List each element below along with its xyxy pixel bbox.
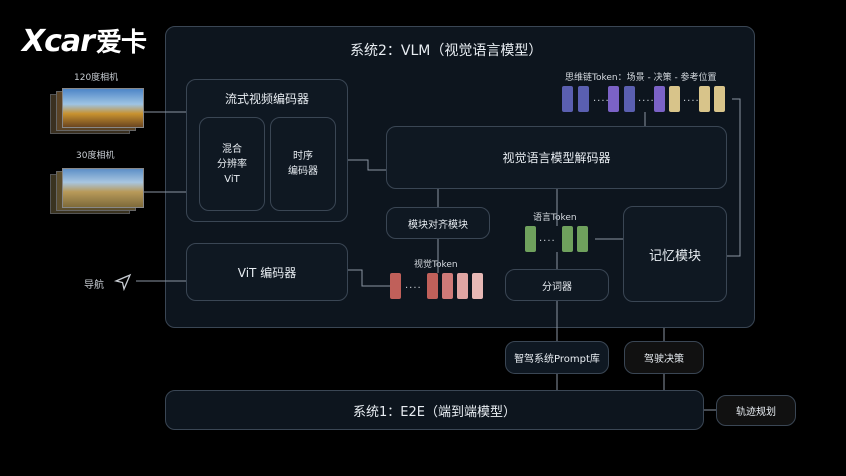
vlm-decoder-label: 视觉语言模型解码器: [502, 151, 611, 165]
trajectory-planning-label: 轨迹规划: [736, 407, 776, 418]
vit-encoder-box: ViT 编码器: [186, 243, 348, 301]
temporal-encoder-label: 时序 编码器: [288, 151, 318, 177]
token-ellipsis: ····: [405, 283, 422, 294]
visual-token-row: ····: [390, 273, 490, 299]
vit-encoder-label: ViT 编码器: [237, 265, 297, 280]
logo-text-cn: 爱卡: [95, 28, 147, 58]
trajectory-planning-box: 轨迹规划: [716, 395, 796, 426]
token-ellipsis: ····: [593, 96, 610, 107]
cot-token: [699, 86, 710, 112]
alignment-module-box: 模块对齐模块: [386, 207, 490, 239]
memory-module-box: 记忆模块: [623, 206, 727, 302]
language-token-row: ····: [525, 226, 595, 252]
cot-token: [562, 86, 573, 112]
language-token: [577, 226, 588, 252]
temporal-encoder-block: 时序 编码器: [270, 117, 336, 211]
camera-label-30: 30度相机: [76, 151, 115, 161]
tokenizer-box: 分词器: [505, 269, 609, 301]
logo-text-main: Xcar: [22, 24, 95, 59]
stream-encoder-title: 流式视频编码器: [224, 92, 309, 106]
cot-token: [669, 86, 680, 112]
xcar-logo: Xcar爱卡: [22, 22, 147, 59]
visual-token: [442, 273, 453, 299]
driving-decision-box: 驾驶决策: [624, 341, 704, 374]
visual-token: [472, 273, 483, 299]
token-ellipsis: ····: [683, 96, 700, 107]
cot-token: [624, 86, 635, 112]
cot-token: [578, 86, 589, 112]
visual-token: [427, 273, 438, 299]
navigation-label: 导航: [84, 280, 104, 291]
navigation-arrow-icon: [113, 272, 133, 292]
visual-token-label: 视觉Token: [414, 260, 458, 270]
alignment-module-label: 模块对齐模块: [408, 219, 468, 231]
mixed-res-vit-block: 混合 分辨率 ViT: [199, 117, 265, 211]
language-token-label: 语言Token: [533, 213, 577, 223]
token-ellipsis: ····: [638, 96, 655, 107]
cot-token: [714, 86, 725, 112]
driving-decision-label: 驾驶决策: [644, 354, 684, 365]
cot-token-label: 思维链Token：场景 - 决策 - 参考位置: [565, 73, 717, 83]
language-token: [525, 226, 536, 252]
system2-title: 系统2：VLM（视觉语言模型）: [350, 43, 543, 59]
mixed-res-vit-label: 混合 分辨率 ViT: [217, 143, 247, 185]
system1-box: 系统1：E2E（端到端模型）: [165, 390, 704, 430]
prompt-library-box: 智驾系统Prompt库: [505, 341, 609, 374]
visual-token: [457, 273, 468, 299]
vlm-decoder-box: 视觉语言模型解码器: [386, 126, 727, 189]
cot-token: [608, 86, 619, 112]
tokenizer-label: 分词器: [542, 281, 572, 293]
language-token: [562, 226, 573, 252]
camera-label-120: 120度相机: [74, 73, 119, 83]
cot-token-row: ···· ···· ····: [562, 86, 732, 112]
camera-stack-120: [50, 86, 144, 134]
camera-stack-30: [50, 166, 144, 214]
prompt-library-label: 智驾系统Prompt库: [514, 354, 600, 365]
memory-module-label: 记忆模块: [648, 248, 701, 264]
visual-token: [390, 273, 401, 299]
cot-token: [654, 86, 665, 112]
token-ellipsis: ····: [539, 236, 556, 247]
system1-title: 系统1：E2E（端到端模型）: [353, 404, 516, 420]
